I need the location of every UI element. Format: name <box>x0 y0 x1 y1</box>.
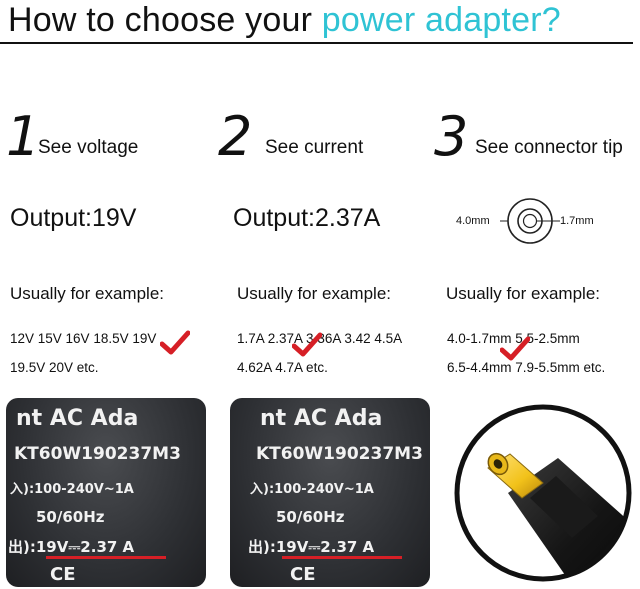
step-1-values-line1: 12V 15V 16V 18.5V 19V <box>10 331 157 346</box>
step-3-values-line1: 4.0-1.7mm 5.5-2.5mm <box>447 331 580 346</box>
step-2-usually: Usually for example: <box>237 284 392 303</box>
label-line4: 50/60Hz <box>36 508 105 526</box>
adapter-label-photo-1: nt AC Ada KT60W190237M3 入):100-240V~1A 5… <box>6 398 206 587</box>
label-underline <box>282 556 402 559</box>
page-title: How to choose your power adapter? <box>8 0 561 40</box>
step-3-values-line2: 6.5-4.4mm 7.9-5.5mm etc. <box>447 360 606 375</box>
step-1-usually: Usually for example: <box>10 284 165 303</box>
label-line5-prefix: 出): <box>8 538 36 556</box>
connector-plug-icon <box>454 404 632 582</box>
label-line3: 入):100-240V~1A <box>250 482 374 497</box>
label-line1: nt AC Ada <box>260 406 383 431</box>
checkmark-icon <box>500 336 530 361</box>
adapter-label-photo-2: nt AC Ada KT60W190237M3 入):100-240V~1A 5… <box>230 398 430 587</box>
label-line5-value: 19V⎓2.37 A <box>35 538 135 556</box>
step-1-number: 1 <box>6 105 41 168</box>
title-accent: power adapter? <box>321 1 561 39</box>
connector-diagram-icon <box>500 198 560 244</box>
step-2-output: Output:2.37A <box>233 204 381 232</box>
label-line4: 50/60Hz <box>276 508 345 526</box>
step-1-output: Output:19V <box>10 204 137 232</box>
checkmark-icon <box>292 332 322 357</box>
step-2-values-line2: 4.62A 4.7A etc. <box>237 360 328 375</box>
ce-logo: CE <box>290 564 316 585</box>
label-line5-value: 19V⎓2.37 A <box>275 538 375 556</box>
ce-logo: CE <box>50 564 76 585</box>
step-3-label: See connector tip <box>475 137 623 158</box>
label-line3: 入):100-240V~1A <box>10 482 134 497</box>
label-line1: nt AC Ada <box>16 406 139 431</box>
title-divider <box>0 42 633 44</box>
step-1-values-line2: 19.5V 20V etc. <box>10 360 99 375</box>
step-3-number: 3 <box>434 105 469 168</box>
step-1-label: See voltage <box>38 137 139 158</box>
step-3-usually: Usually for example: <box>446 284 601 303</box>
label-line2: KT60W190237M3 <box>256 444 423 464</box>
label-line5-prefix: 出): <box>248 538 276 556</box>
connector-outer-diameter: 4.0mm <box>456 215 490 227</box>
title-prefix: How to choose your <box>8 1 322 39</box>
checkmark-icon <box>160 330 190 355</box>
connector-inner-diameter: 1.7mm <box>560 215 594 227</box>
connector-plug-photo <box>448 398 638 587</box>
label-line2: KT60W190237M3 <box>14 444 181 464</box>
label-underline <box>46 556 166 559</box>
step-2-label: See current <box>265 137 364 158</box>
step-2-number: 2 <box>218 105 253 168</box>
